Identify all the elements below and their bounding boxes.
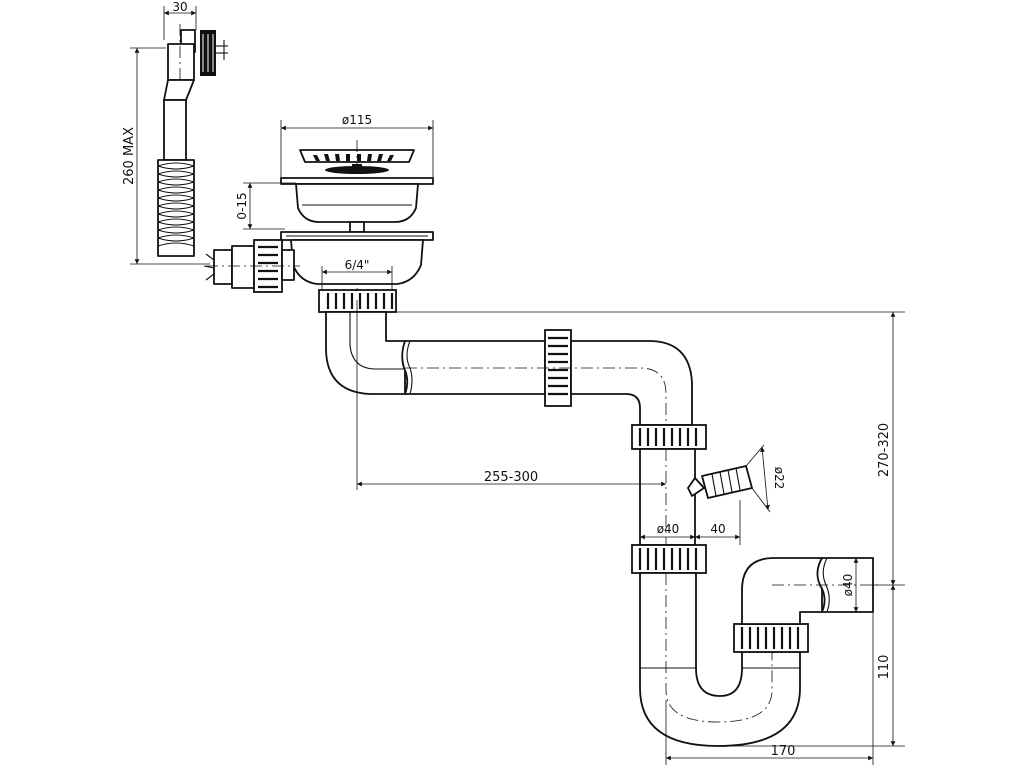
first-elbow — [318, 289, 406, 395]
trap-nut-left-ribs-icon — [638, 548, 698, 570]
elbow-pipe — [325, 311, 406, 395]
overflow-body — [167, 43, 195, 81]
dim-nozzle-offset: 40 — [710, 522, 725, 536]
hose-end — [213, 249, 233, 285]
overflow-inlet-connector — [206, 239, 300, 293]
overflow-elbow — [163, 79, 195, 101]
trap-nut-right-ribs-icon — [740, 627, 800, 649]
overflow-grille-icon — [200, 30, 228, 76]
drain-nut-ribs-icon — [326, 293, 394, 309]
inlet-stub — [281, 249, 295, 281]
basket-strainer: ø115 0-15 6/4" — [235, 113, 434, 300]
dim-total-height: 270-320 — [877, 423, 892, 477]
dim-thread: 6/4" — [345, 258, 370, 272]
trap-nut-right — [733, 623, 809, 653]
dim-pipe-diameter-outlet: ø40 — [841, 574, 855, 597]
vertical-section: ø22 ø40 40 — [631, 424, 786, 546]
dim-trap-height: 110 — [877, 655, 892, 680]
overflow-tube — [163, 99, 187, 161]
dim-trap-width: 170 — [771, 744, 796, 759]
vertical-nut-top-ribs-icon — [638, 428, 698, 446]
dim-horizontal-reach: 255-300 — [484, 470, 538, 485]
dim-hose-nozzle: ø22 — [772, 467, 786, 490]
inlet-nut-ribs-icon — [258, 245, 278, 289]
s-trap: ø40 — [631, 544, 880, 747]
inlet-pipe — [231, 245, 255, 289]
horizontal-pipe — [401, 329, 693, 430]
dim-sink-thickness: 0-15 — [235, 192, 249, 219]
dim-overflow-width: 30 — [172, 0, 187, 14]
dim-strainer-diameter: ø115 — [342, 113, 372, 127]
horizontal-nut-ribs-icon — [548, 336, 568, 396]
strainer-bowl — [295, 183, 419, 223]
strainer-stem — [349, 221, 365, 233]
u-bend — [639, 572, 801, 747]
overflow-assembly: 30 260 MAX — [122, 0, 228, 281]
vertical-nut-top — [631, 424, 707, 450]
vertical-pipe — [639, 448, 696, 546]
second-elbow — [570, 340, 693, 426]
hose-nozzle — [701, 465, 753, 499]
dim-overflow-height: 260 MAX — [122, 127, 137, 185]
dim-pipe-diameter-upper: ø40 — [657, 522, 680, 536]
overflow-corrugated-hose — [157, 159, 195, 257]
outlet-bend — [741, 557, 823, 625]
